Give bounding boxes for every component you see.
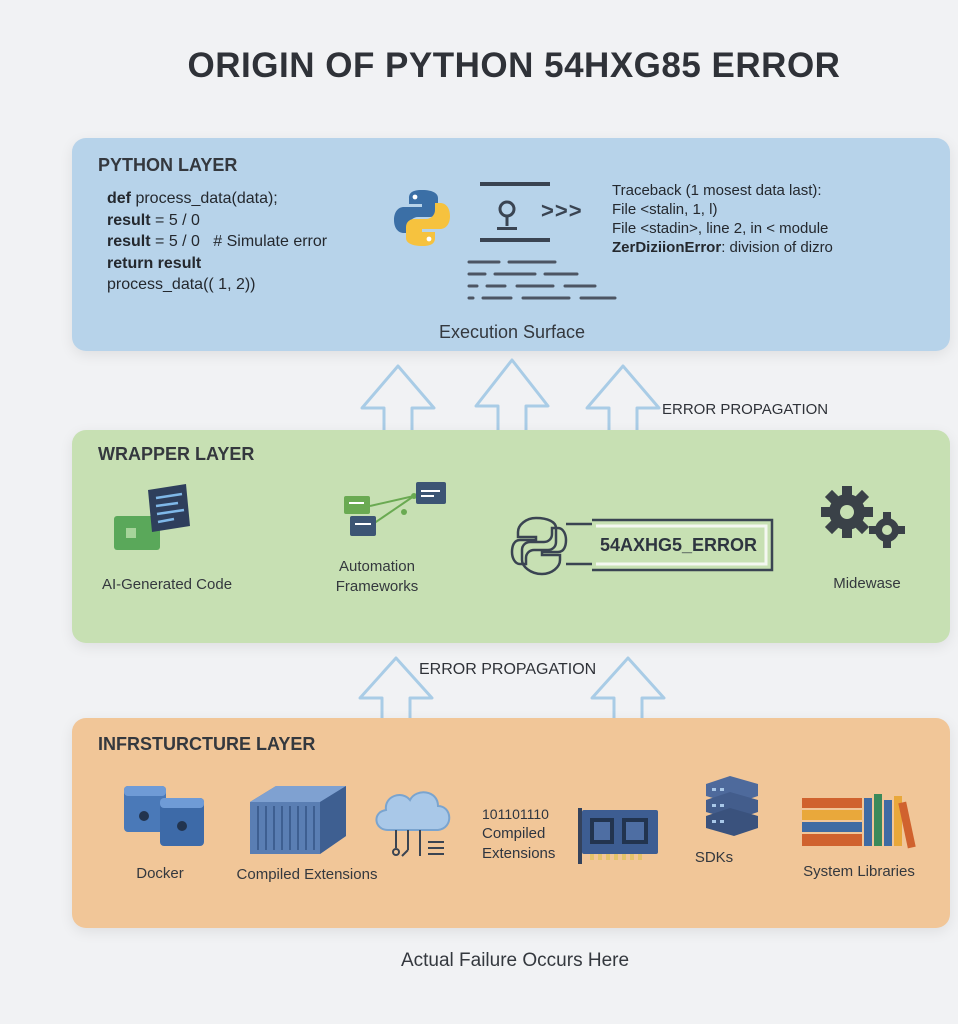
compiled-label-line1: Compiled (482, 825, 546, 842)
debugger-icon (480, 182, 550, 242)
system-libraries-label: System Libraries (803, 863, 915, 880)
code-text: result (153, 254, 202, 272)
shipping-container-icon (250, 786, 346, 854)
error-propagation-label: ERROR PROPAGATION (662, 401, 829, 418)
sdk-server-icon (706, 776, 758, 836)
error-tag-icon (510, 516, 774, 576)
docker-label: Docker (136, 865, 184, 882)
automation-label-line2: Frameworks (335, 578, 419, 595)
page-title: ORIGIN OF PYTHON 54HXG85 ERROR (187, 46, 841, 85)
arrow-up-icon (474, 358, 550, 462)
error-code-label: 54AXHG5_ERROR (600, 535, 758, 555)
code-keyword: result (107, 233, 151, 250)
automation-frameworks-label: Automation Frameworks (307, 557, 447, 597)
footer-caption: Actual Failure Occurs Here (400, 950, 630, 971)
code-text: = 5 / 0 # Simulate error (150, 233, 328, 250)
log-lines-icon (467, 260, 617, 300)
code-keyword: def (107, 190, 131, 207)
code-text: = 5 / 0 (150, 211, 200, 229)
traceback-line: ZerDiziionError: division of dizro (612, 238, 833, 257)
docker-icon (124, 786, 204, 846)
cloud-circuit-icon (375, 791, 451, 857)
ai-code-icon (114, 484, 190, 550)
automation-frameworks-icon (344, 482, 446, 536)
gears-icon (821, 486, 905, 548)
python-layer-panel: PYTHON LAYER def process_data(data); res… (72, 138, 950, 351)
binary-text: 101101110 (482, 806, 549, 822)
code-text: process_data(data); (131, 190, 278, 207)
error-type: ZerDiziionError (612, 239, 722, 256)
code-snippet: def process_data(data); result = 5 / 0 r… (107, 188, 327, 296)
traceback-line: File <stalin, 1, l) (612, 201, 718, 218)
infrastructure-layer-panel: INFRSTURCTURE LAYER Docker Compiled Exte… (72, 718, 950, 928)
ai-generated-code-label: AI-Generated Code (101, 576, 233, 593)
system-libraries-icon (802, 794, 916, 849)
code-keyword: return (107, 254, 154, 272)
prompt-symbol: >>> (541, 198, 583, 223)
code-line: process_data(( 1, 2)) (107, 274, 327, 296)
compiled-extensions-text: 101101110 Compiled Extensions (482, 804, 555, 864)
python-logo-icon (394, 190, 450, 246)
traceback-line: File <stadin>, line 2, in < module (612, 220, 829, 237)
arrow-up-icon (360, 364, 436, 462)
code-line: result = 5 / 0 # Simulate error (107, 231, 327, 253)
arrow-up-icon (358, 656, 434, 738)
arrow-up-icon (590, 656, 666, 738)
automation-label-line1: Automation (339, 558, 415, 575)
arrow-up-icon (585, 364, 661, 442)
traceback-output: Traceback (1 mosest data last): File <st… (612, 181, 833, 257)
code-line: return result (107, 253, 327, 275)
compiled-label-line2: Extensions (482, 845, 556, 862)
wrapper-layer-panel: WRAPPER LAYER AI-Generated Code Automati… (72, 430, 950, 643)
error-message: : division of dizro (721, 239, 833, 256)
code-line: def process_data(data); (107, 188, 327, 210)
code-line: result = 5 / 0 (107, 210, 327, 232)
code-keyword: result (107, 211, 151, 229)
python-layer-heading: PYTHON LAYER (98, 155, 238, 175)
infrastructure-layer-heading: INFRSTURCTURE LAYER (98, 734, 316, 754)
compiled-extensions-label: Compiled Extensions (236, 866, 378, 883)
sdks-label: SDKs (694, 849, 734, 866)
error-propagation-label: ERROR PROPAGATION (419, 661, 597, 678)
middleware-label: Midewase (833, 575, 901, 592)
code-text: process_data(( 1, 2)) (107, 276, 256, 293)
wrapper-layer-heading: WRAPPER LAYER (98, 444, 255, 464)
traceback-line: Traceback (1 mosest data last): (612, 182, 822, 199)
execution-surface-caption: Execution Surface (438, 322, 586, 342)
circuit-board-icon (578, 808, 658, 864)
